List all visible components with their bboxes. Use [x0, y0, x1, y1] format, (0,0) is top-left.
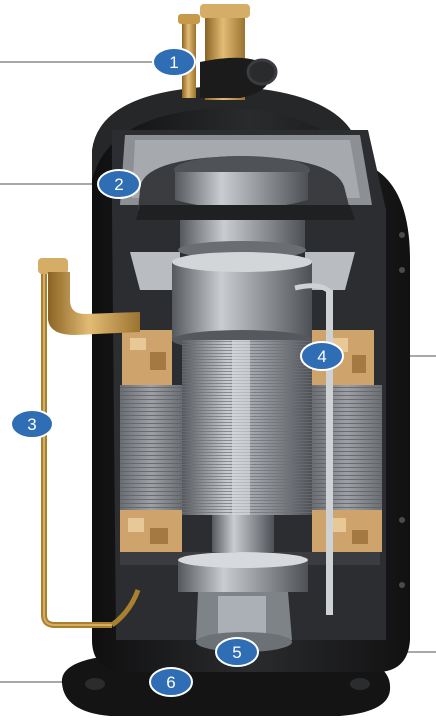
callout-label-6: 6: [166, 673, 175, 692]
stator-windings-top: [122, 330, 374, 385]
oil-return-tube: [294, 283, 333, 615]
lower-shaft: [120, 515, 380, 592]
stator-windings-bottom: [120, 510, 382, 552]
callout-label-5: 5: [232, 643, 241, 662]
callout-badge-4: 4: [300, 341, 344, 371]
callout-badge-1: 1: [152, 47, 196, 77]
callout-label-1: 1: [169, 53, 178, 72]
callout-badge-5: 5: [215, 637, 259, 667]
callout-badge-2: 2: [97, 169, 141, 199]
scroll-assembly: [130, 156, 355, 290]
callout-label-3: 3: [27, 415, 36, 434]
mounting-base: [61, 658, 391, 716]
callout-label-4: 4: [317, 347, 326, 366]
rotor: [182, 340, 312, 515]
top-pipes: [178, 4, 278, 100]
callout-label-2: 2: [114, 175, 123, 194]
callout-badge-6: 6: [149, 667, 193, 697]
upper-bearing-housing: [172, 252, 312, 350]
callout-badge-3: 3: [10, 409, 54, 439]
accumulator-pipe: [38, 258, 141, 628]
stator-core: [120, 385, 382, 510]
